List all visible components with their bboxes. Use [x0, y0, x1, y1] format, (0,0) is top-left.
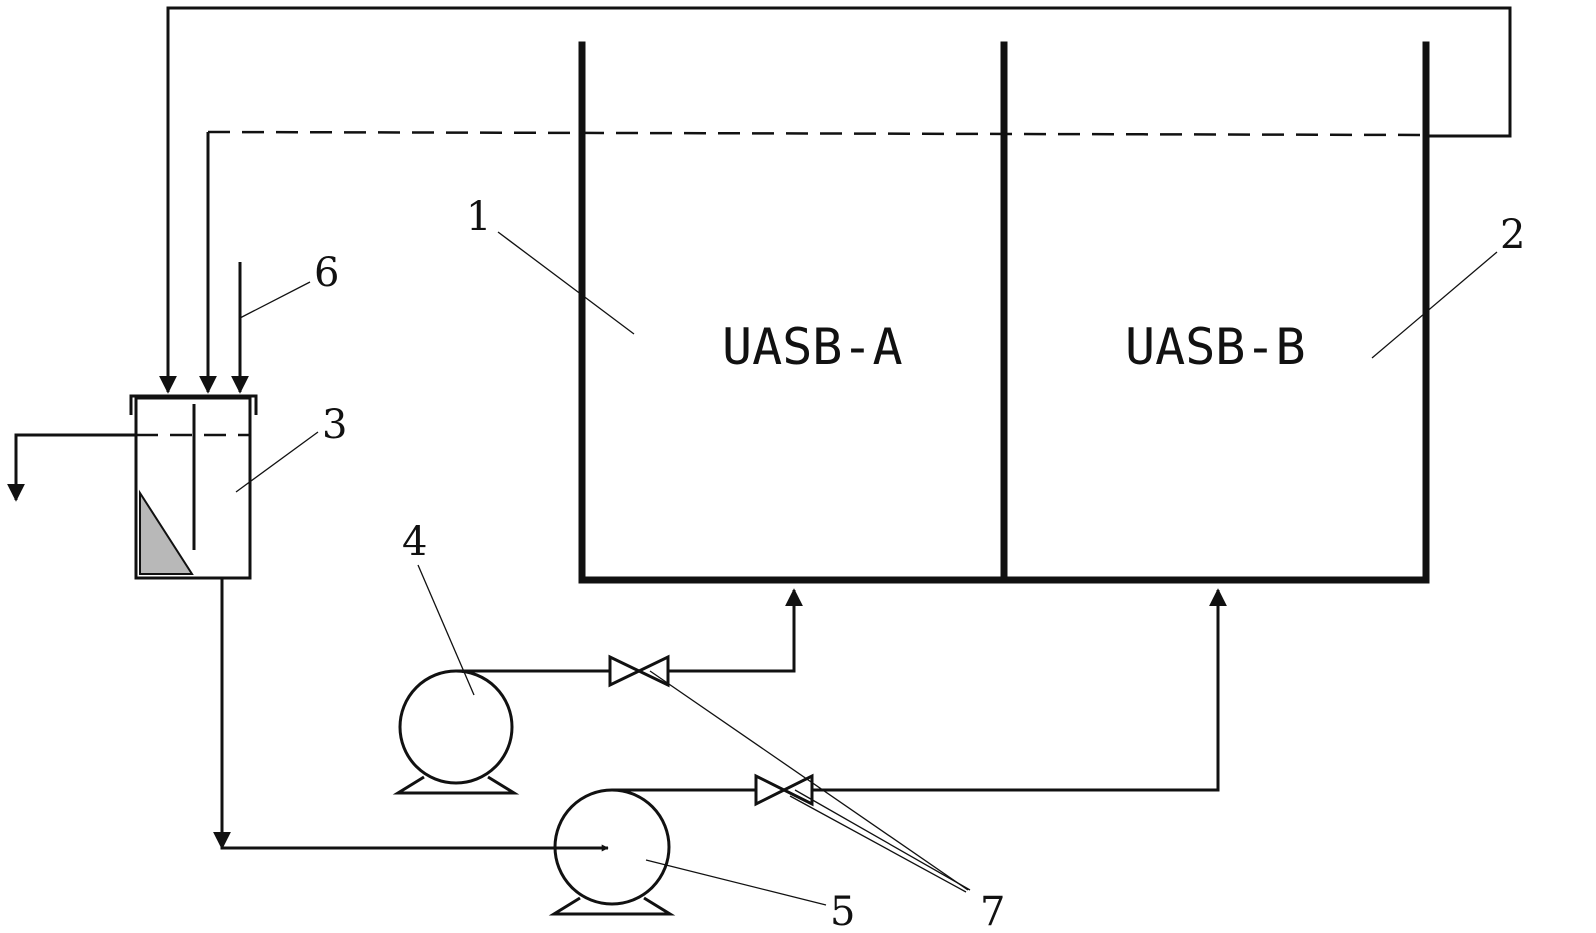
- pump-lower: [548, 788, 676, 916]
- effluent-dashed-line: [207, 130, 1427, 137]
- pump-lower-number: 5: [830, 889, 855, 933]
- settler-tank: [129, 394, 258, 580]
- reactor-a-label: UASB-A: [722, 318, 903, 376]
- settler-number: 3: [322, 402, 347, 448]
- pump-upper-number: 4: [402, 519, 427, 565]
- pump-upper: [392, 669, 520, 795]
- valve-a-leader: [649, 670, 969, 891]
- valve-b-leader-2: [789, 795, 967, 893]
- valve-a: [608, 654, 670, 688]
- top-recycle-line: [159, 6, 1512, 394]
- reactor-b-label: UASB-B: [1125, 318, 1306, 376]
- valve-b: [754, 773, 814, 807]
- valve-b-to-reactor-b: [812, 588, 1227, 792]
- valve-b-leader-1: [794, 789, 971, 891]
- settler-leader-line: [235, 431, 319, 493]
- reactor-a-leader: [497, 231, 635, 335]
- reactor-b-leader: [1371, 251, 1498, 359]
- settler-overflow-line: [7, 433, 136, 502]
- valve-a-to-reactor-a: [668, 588, 803, 673]
- settler-sludge-wedge: [139, 489, 194, 575]
- feed-input-number: 6: [314, 250, 339, 296]
- valves-number: 7: [980, 889, 1005, 933]
- pump-lower-leader: [645, 859, 827, 906]
- reactor-walls: [578, 41, 1430, 584]
- reactor-b-number: 2: [1500, 212, 1525, 258]
- settler-to-pump-line: [220, 578, 609, 852]
- pump-upper-leader: [417, 564, 475, 696]
- feed-leader-line: [239, 281, 311, 319]
- reactor-a-number: 1: [466, 194, 491, 240]
